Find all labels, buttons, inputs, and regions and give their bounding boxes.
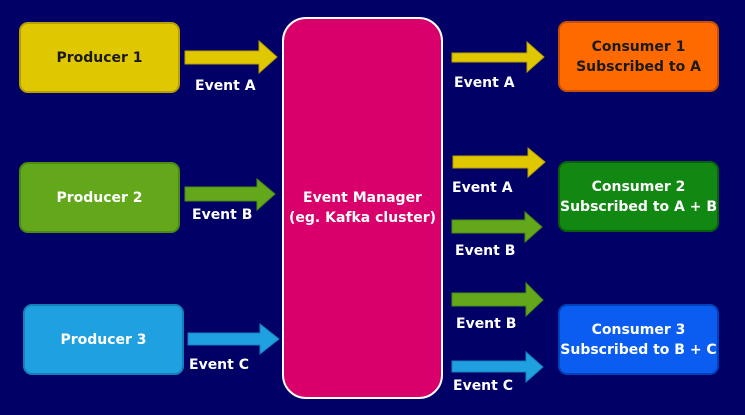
event-manager-subtitle: (eg. Kafka cluster): [288, 210, 436, 226]
edge-label-producer-3: Event C: [189, 357, 249, 373]
consumer-2-subscription: Subscribed to A + B: [560, 198, 717, 215]
arrow-manager-to-consumer2-b: [451, 210, 543, 244]
consumer-3-box: Consumer 3 Subscribed to B + C: [558, 304, 719, 375]
consumer-1-name: Consumer 1: [591, 38, 686, 55]
arrow-producer3-to-manager: [187, 322, 280, 356]
event-manager-title: Event Manager: [303, 190, 422, 206]
arrow-producer2-to-manager: [184, 177, 276, 212]
consumer-1-box: Consumer 1 Subscribed to A: [558, 21, 719, 92]
producer-3-label: Producer 3: [60, 331, 147, 348]
edge-label-consumer-2-a: Event A: [452, 180, 513, 196]
arrow-producer1-to-manager: [184, 39, 278, 75]
arrow-manager-to-consumer3-c: [451, 350, 544, 384]
arrow-manager-to-consumer2-a: [452, 146, 546, 179]
producer-3-box: Producer 3: [23, 304, 184, 375]
edge-label-consumer-1-a: Event A: [454, 75, 515, 91]
edge-label-producer-2: Event B: [192, 207, 253, 223]
producer-2-label: Producer 2: [56, 189, 143, 206]
event-manager-box: Event Manager (eg. Kafka cluster): [282, 17, 443, 399]
producer-2-box: Producer 2: [19, 162, 180, 233]
consumer-2-name: Consumer 2: [591, 178, 686, 195]
consumer-3-subscription: Subscribed to B + C: [560, 341, 717, 358]
arrow-manager-to-consumer1-a: [451, 40, 545, 74]
producer-1-label: Producer 1: [56, 49, 143, 66]
arrow-manager-to-consumer3-b: [451, 281, 544, 318]
edge-label-consumer-3-b: Event B: [456, 316, 517, 332]
consumer-2-box: Consumer 2 Subscribed to A + B: [558, 161, 719, 232]
producer-1-box: Producer 1: [19, 22, 180, 93]
edge-label-producer-1: Event A: [195, 78, 256, 94]
edge-label-consumer-2-b: Event B: [455, 243, 516, 259]
edge-label-consumer-3-c: Event C: [453, 378, 513, 394]
consumer-1-subscription: Subscribed to A: [576, 58, 701, 75]
consumer-3-name: Consumer 3: [591, 321, 686, 338]
